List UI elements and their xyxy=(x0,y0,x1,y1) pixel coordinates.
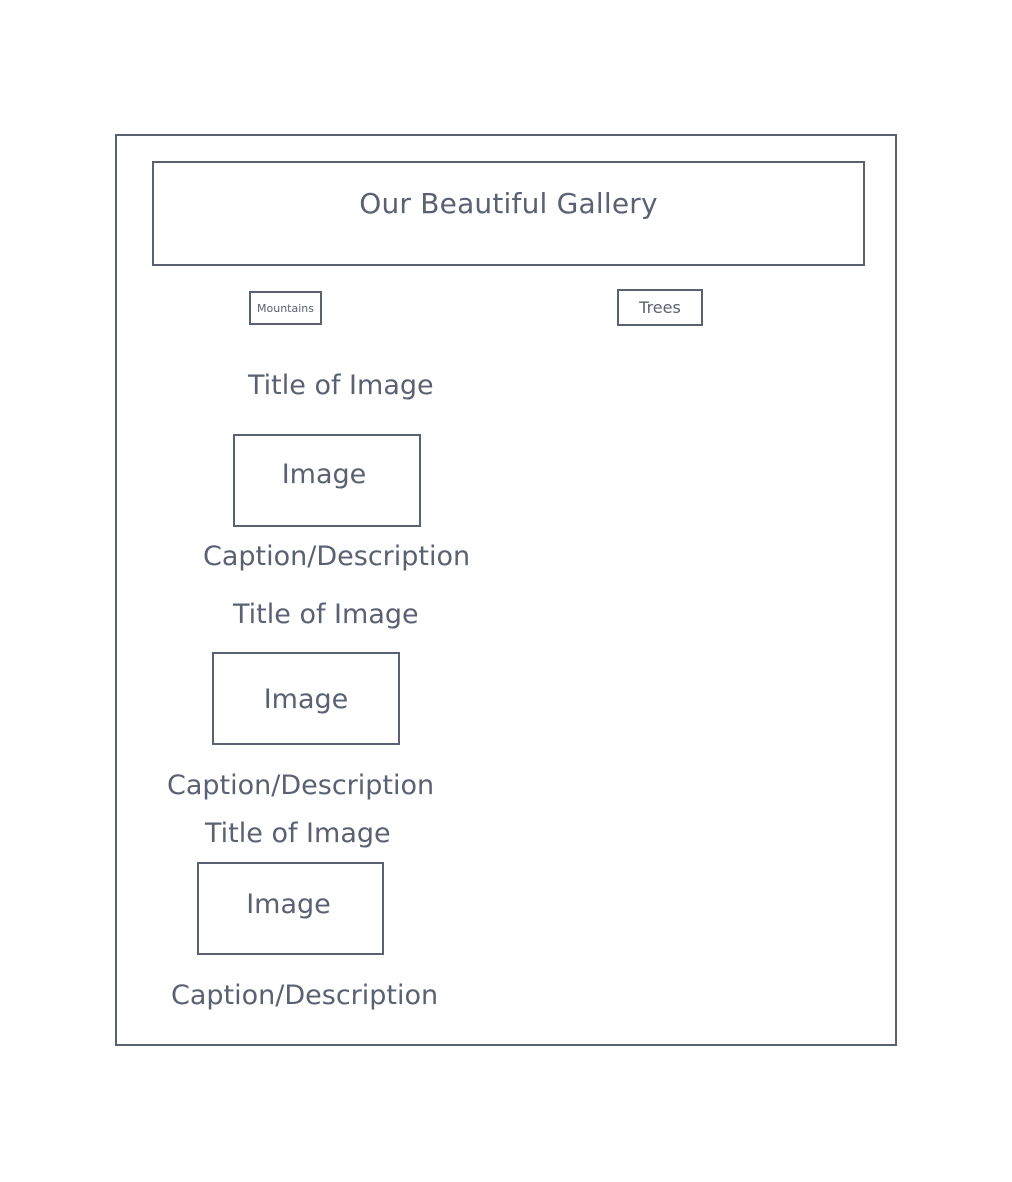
image-title: Title of Image xyxy=(233,599,419,630)
image-placeholder-label: Image xyxy=(263,684,349,715)
image-placeholder-label: Image xyxy=(246,889,331,920)
gallery-header: Our Beautiful Gallery xyxy=(152,161,865,266)
image-placeholder[interactable]: Image xyxy=(197,862,384,955)
image-caption: Caption/Description xyxy=(171,980,439,1011)
image-placeholder-label: Image xyxy=(281,459,367,490)
trees-filter-button[interactable]: Trees xyxy=(617,289,703,326)
image-placeholder[interactable]: Image xyxy=(212,652,400,745)
image-title: Title of Image xyxy=(205,818,391,849)
image-caption: Caption/Description xyxy=(203,541,471,572)
image-placeholder[interactable]: Image xyxy=(233,434,421,527)
page-title: Our Beautiful Gallery xyxy=(359,187,658,220)
image-title: Title of Image xyxy=(248,370,434,401)
image-caption: Caption/Description xyxy=(167,770,435,801)
mountains-filter-button[interactable]: Mountains xyxy=(249,291,322,325)
page-frame xyxy=(115,134,897,1046)
